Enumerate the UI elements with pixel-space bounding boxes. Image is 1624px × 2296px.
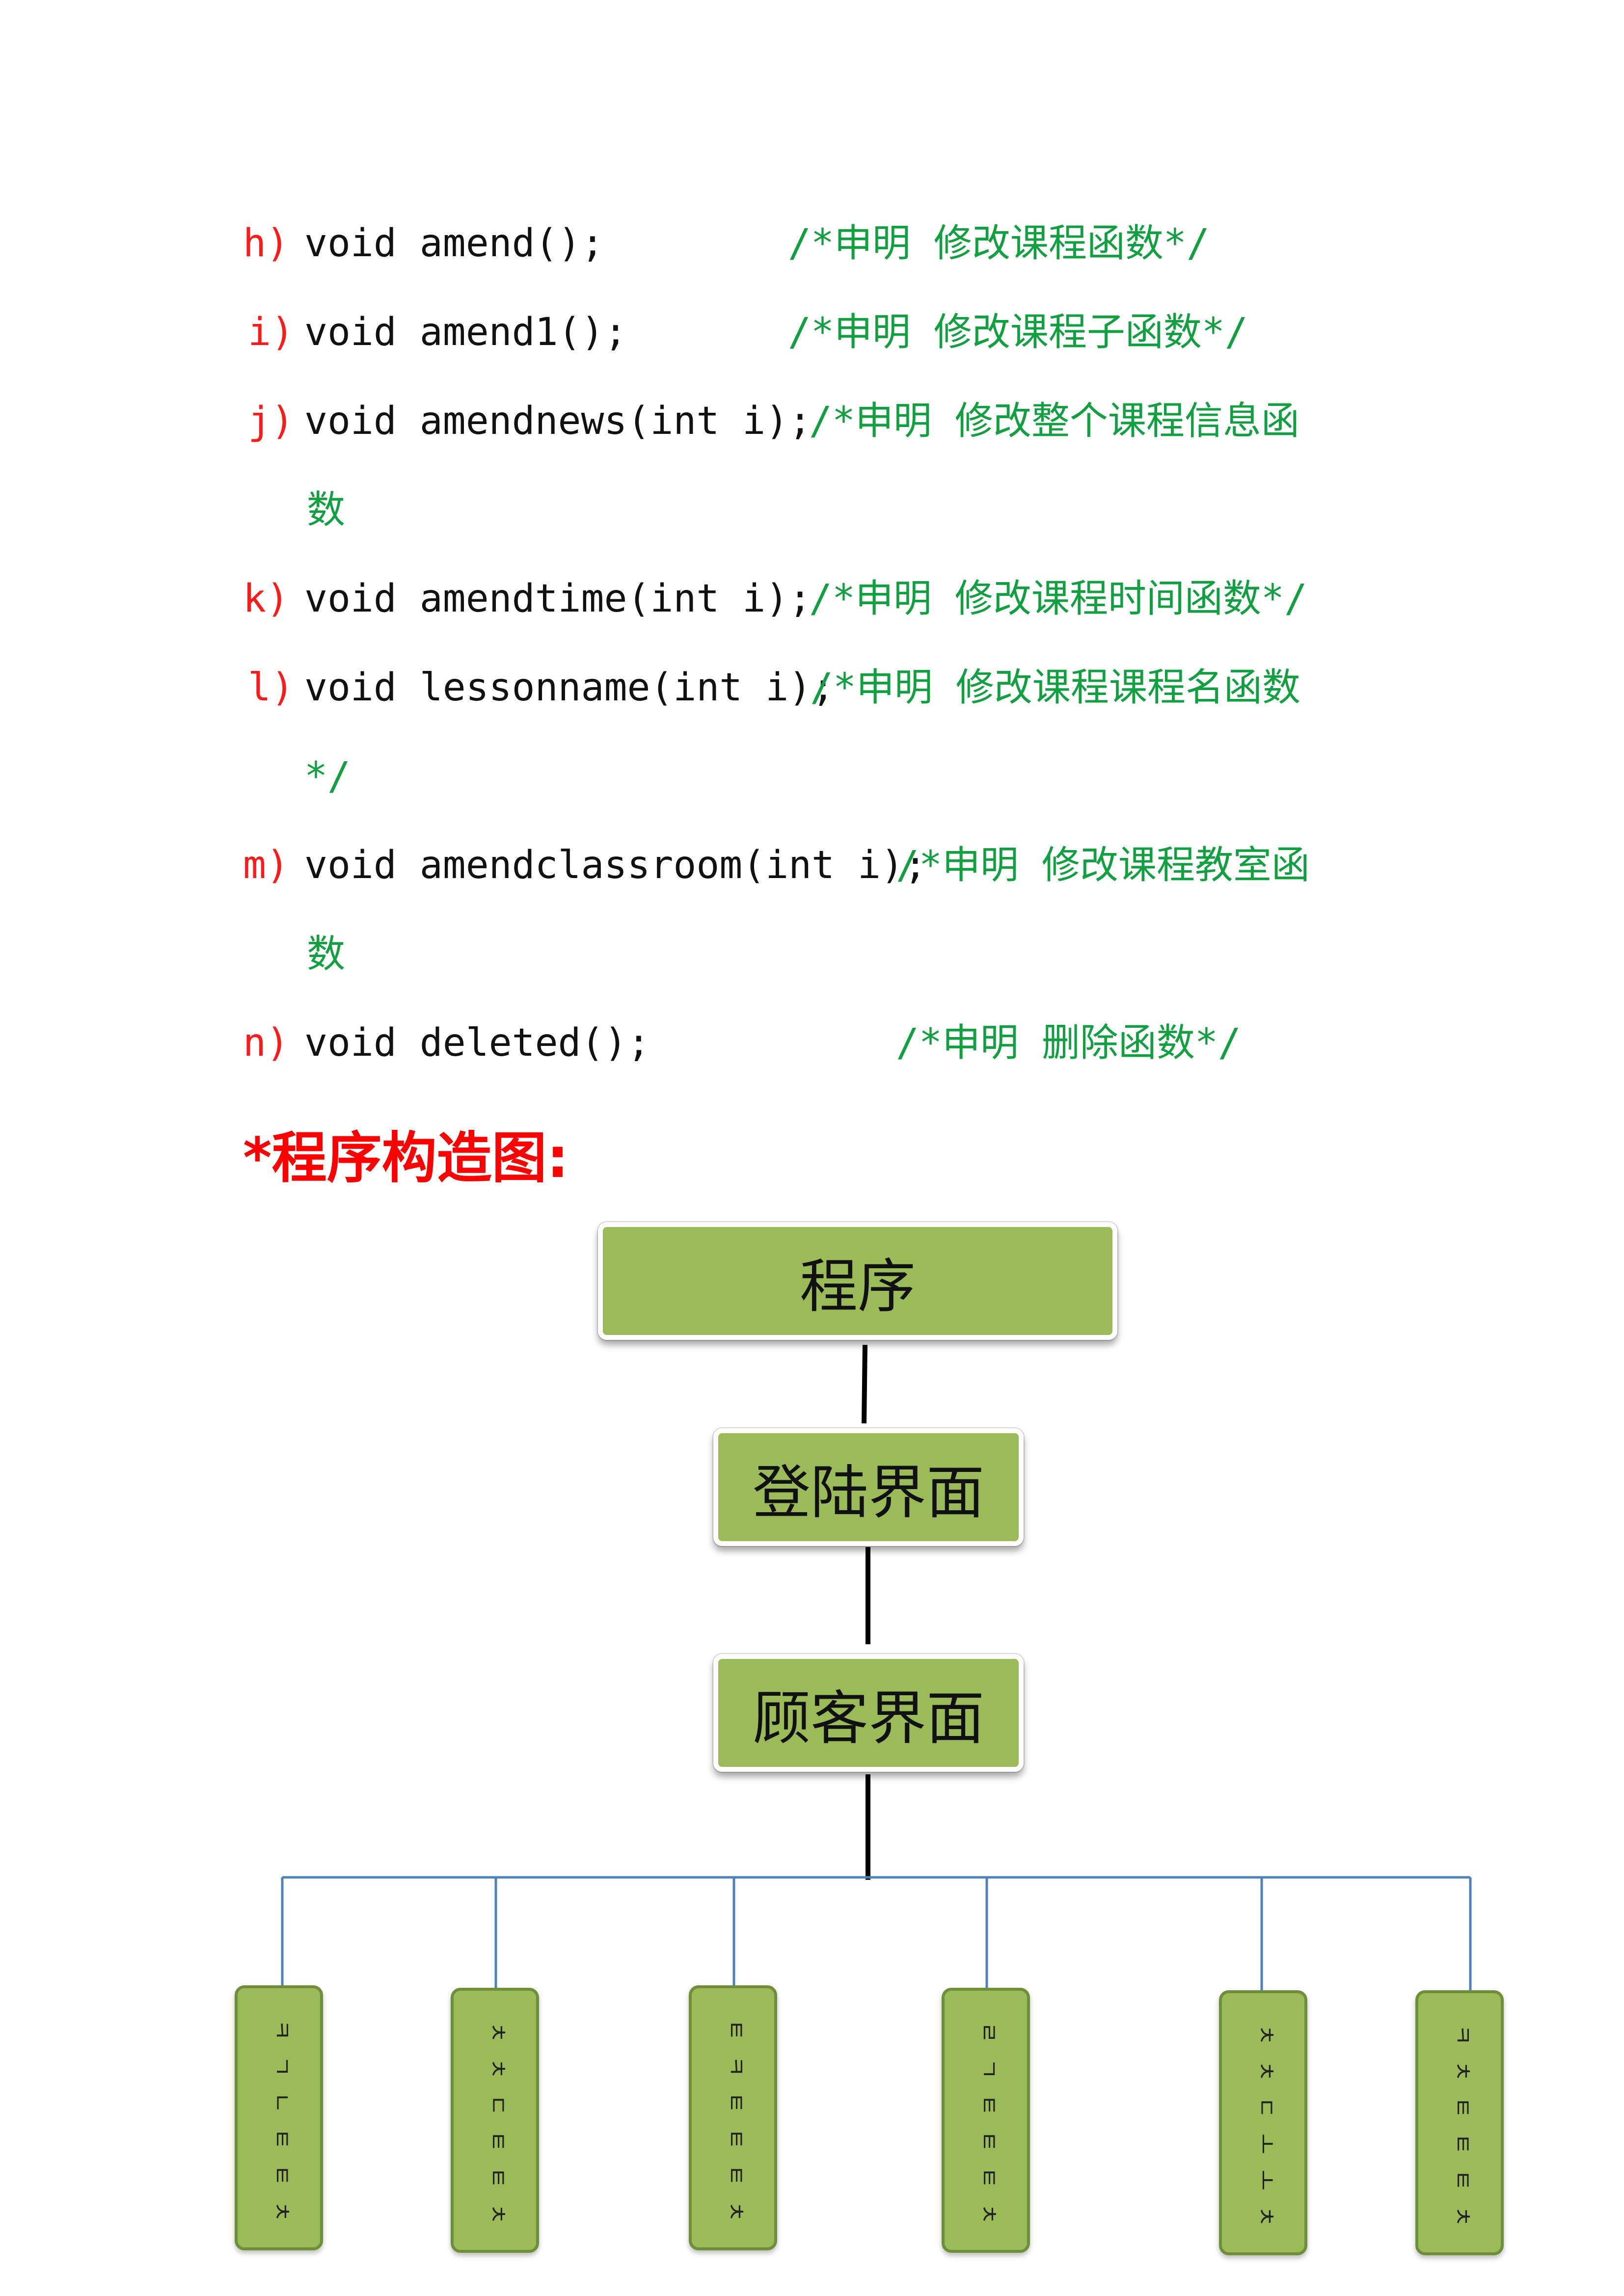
item-label: m)	[243, 843, 289, 887]
leaf-glyph: ㅊ	[1252, 2060, 1279, 2082]
leaf-glyph: ㅋ	[722, 2056, 749, 2077]
leaf-glyph: ㅊ	[1449, 2060, 1476, 2082]
leaf-glyph: ㅌ	[975, 2167, 1002, 2189]
leaf-glyph: ㅌ	[268, 2164, 295, 2186]
diagram-leaf-1: ㅋ ㄱ ㄴ ㅌ ㅌ ㅊ	[235, 1985, 323, 2250]
leaf-glyph: ㅌ	[722, 2164, 749, 2186]
code-text: void amendclassroom(int i);	[304, 843, 927, 887]
section-heading: *程序构造图:	[243, 1126, 569, 1190]
diagram-leaf-4: ㄹ ㄱ ㅌ ㅌ ㅌ ㅊ	[942, 1988, 1030, 2253]
declaration-n: n) void deleted(); /*申明 删除函数*/	[0, 1014, 1624, 1072]
declaration-j-cont: 数	[0, 481, 1624, 539]
item-label: j)	[248, 399, 294, 443]
leaf-glyph: ㅌ	[268, 2128, 295, 2150]
leaf-glyph: ㅌ	[1449, 2133, 1476, 2155]
item-label: i)	[248, 310, 294, 354]
leaf-glyph: ㅌ	[722, 2128, 749, 2150]
leaf-glyph: ㅌ	[975, 2131, 1002, 2152]
diagram-customer-box: 顾客界面	[713, 1654, 1024, 1772]
diagram-leaf-3: ㅌ ㅋ ㅌ ㅌ ㅌ ㅊ	[689, 1985, 777, 2250]
code-text: void amend1();	[304, 310, 627, 354]
declaration-k: k) void amendtime(int i); /*申明 修改课程时间函数*…	[0, 569, 1624, 628]
comment-text: /*申明 删除函数*/	[896, 1021, 1241, 1065]
leaf-glyph: ㅌ	[722, 2092, 749, 2113]
declaration-m-cont: 数	[0, 925, 1624, 984]
comment-text: /*申明 修改课程课程名函数	[810, 666, 1300, 710]
item-label: h)	[243, 221, 289, 266]
code-text: void deleted();	[304, 1021, 650, 1065]
leaf-glyph: ㄹ	[975, 2022, 1002, 2043]
leaf-glyph: ㅊ	[1449, 2206, 1476, 2227]
leaf-glyph: ㄱ	[268, 2056, 295, 2077]
declaration-j: j) void amendnews(int i); /*申明 修改整个课程信息函	[0, 392, 1624, 451]
code-text: void amend();	[304, 221, 604, 266]
comment-text: /*申明 修改课程函数*/	[788, 221, 1210, 266]
comment-continuation: */	[304, 754, 351, 799]
leaf-glyph: ㅌ	[975, 2094, 1002, 2116]
comment-text: /*申明 修改课程教室函	[896, 843, 1310, 887]
leaf-glyph: ㄱ	[975, 2058, 1002, 2080]
code-text: void lessonname(int i);	[304, 666, 835, 710]
declaration-l: l) void lessonname(int i); /*申明 修改课程课程名函…	[0, 658, 1624, 717]
leaf-glyph: ㅋ	[268, 2019, 295, 2041]
leaf-glyph: ㅊ	[975, 2203, 1002, 2225]
declaration-l-cont: */	[0, 747, 1624, 806]
declaration-m: m) void amendclassroom(int i); /*申明 修改课程…	[0, 836, 1624, 895]
leaf-glyph: ㄷ	[484, 2094, 511, 2116]
leaf-glyph: ㅗ	[1252, 2169, 1279, 2191]
leaf-glyph: ㄷ	[1252, 2097, 1279, 2118]
comment-text: /*申明 修改课程时间函数*/	[809, 577, 1307, 621]
diagram-leaf-5: ㅊ ㅊ ㄷ ㅗ ㅗ ㅊ	[1219, 1990, 1307, 2255]
comment-continuation: 数	[307, 932, 346, 976]
leaf-glyph: ㅌ	[1449, 2097, 1476, 2118]
leaf-glyph: ㅊ	[1252, 2024, 1279, 2046]
leaf-glyph: ㅌ	[722, 2019, 749, 2041]
leaf-glyph: ㅋ	[1449, 2024, 1476, 2046]
diagram-leaf-2: ㅊ ㅊ ㄷ ㅌ ㅌ ㅊ	[451, 1988, 539, 2253]
comment-text: /*申明 修改课程子函数*/	[788, 310, 1248, 354]
declaration-h: h) void amend(); /*申明 修改课程函数*/	[0, 214, 1624, 273]
leaf-glyph: ㅌ	[1449, 2169, 1476, 2191]
leaf-glyph: ㅊ	[722, 2201, 749, 2222]
diagram-leaf-6: ㅋ ㅊ ㅌ ㅌ ㅌ ㅊ	[1415, 1990, 1504, 2255]
item-label: k)	[243, 577, 289, 621]
comment-continuation: 数	[307, 488, 346, 532]
code-text: void amendtime(int i);	[304, 577, 812, 621]
diagram-root-box: 程序	[598, 1222, 1117, 1340]
leaf-glyph: ㄴ	[268, 2092, 295, 2113]
diagram-login-box: 登陆界面	[713, 1428, 1024, 1546]
comment-text: /*申明 修改整个课程信息函	[809, 399, 1299, 443]
leaf-glyph: ㅊ	[484, 2022, 511, 2043]
connector-root-login	[862, 1344, 867, 1424]
leaf-glyph: ㅊ	[1252, 2206, 1279, 2227]
item-label: l)	[248, 666, 294, 710]
leaf-glyph: ㅌ	[484, 2131, 511, 2152]
code-text: void amendnews(int i);	[304, 399, 812, 443]
leaf-glyph: ㅊ	[268, 2201, 295, 2222]
leaf-glyph: ㅌ	[484, 2167, 511, 2189]
item-label: n)	[243, 1021, 289, 1065]
declaration-i: i) void amend1(); /*申明 修改课程子函数*/	[0, 303, 1624, 362]
leaf-glyph: ㅗ	[1252, 2133, 1279, 2155]
leaf-glyph: ㅊ	[484, 2058, 511, 2080]
leaf-glyph: ㅊ	[484, 2203, 511, 2225]
